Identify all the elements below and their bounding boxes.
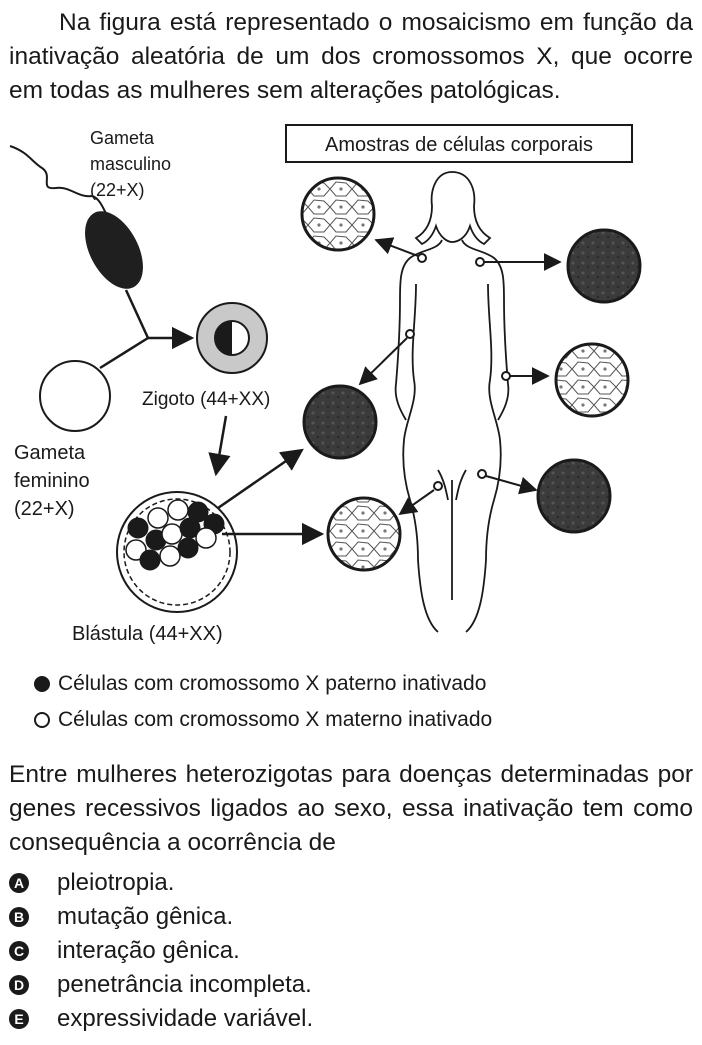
sample-light-1 — [300, 176, 376, 252]
option-d-text: penetrância incompleta. — [57, 971, 312, 998]
sample-dark-3 — [536, 458, 612, 534]
sample-light-3 — [326, 496, 402, 572]
zygote — [196, 302, 268, 374]
option-b-letter: B — [9, 907, 29, 927]
intro-paragraph: Na figura está representado o mosaicismo… — [9, 6, 693, 108]
option-c-letter: C — [9, 941, 29, 961]
female-gamete-label-1: Gameta — [14, 442, 86, 464]
samples-title: Amostras de células corporais — [325, 134, 593, 156]
sample-dark-1 — [566, 228, 642, 304]
option-e-letter: E — [9, 1009, 29, 1029]
male-gamete — [9, 145, 150, 339]
samples-title-box — [285, 124, 633, 163]
question-text: Entre mulheres heterozigotas para doença… — [9, 761, 693, 856]
legend-paternal-text: Células com cromossomo X paterno inativa… — [58, 672, 487, 695]
legend-maternal-text: Células com cromossomo X materno inativa… — [58, 708, 493, 731]
open-circle-icon — [34, 712, 50, 728]
male-gamete-label-1: Gameta — [90, 128, 155, 148]
blastula — [116, 491, 238, 613]
option-e-text: expressividade variável. — [57, 1005, 314, 1032]
sample-dark-2 — [302, 384, 378, 460]
intro-text: Na figura está representado o mosaicismo… — [9, 9, 693, 104]
woman-silhouette — [394, 171, 510, 633]
legend-paternal: Células com cromossomo X paterno inativa… — [34, 672, 486, 696]
male-gamete-label-3: (22+X) — [90, 180, 145, 200]
male-gamete-label-2: masculino — [90, 154, 171, 174]
option-a-letter: A — [9, 873, 29, 893]
legend-maternal: Células com cromossomo X materno inativa… — [34, 708, 492, 732]
zygote-label: Zigoto (44+XX) — [142, 389, 270, 410]
sample-light-2 — [554, 342, 630, 418]
female-gamete-label-2: feminino — [14, 470, 90, 492]
female-gamete — [39, 360, 111, 432]
filled-circle-icon — [34, 676, 50, 692]
option-a-text: pleiotropia. — [57, 869, 175, 896]
option-b-text: mutação gênica. — [57, 903, 234, 930]
mosaicism-figure: Gameta masculino (22+X) Gameta feminino … — [9, 124, 642, 645]
blastula-label: Blástula (44+XX) — [72, 623, 223, 645]
female-gamete-label-3: (22+X) — [14, 498, 75, 520]
option-c-text: interação gênica. — [57, 937, 240, 964]
option-d-letter: D — [9, 975, 29, 995]
